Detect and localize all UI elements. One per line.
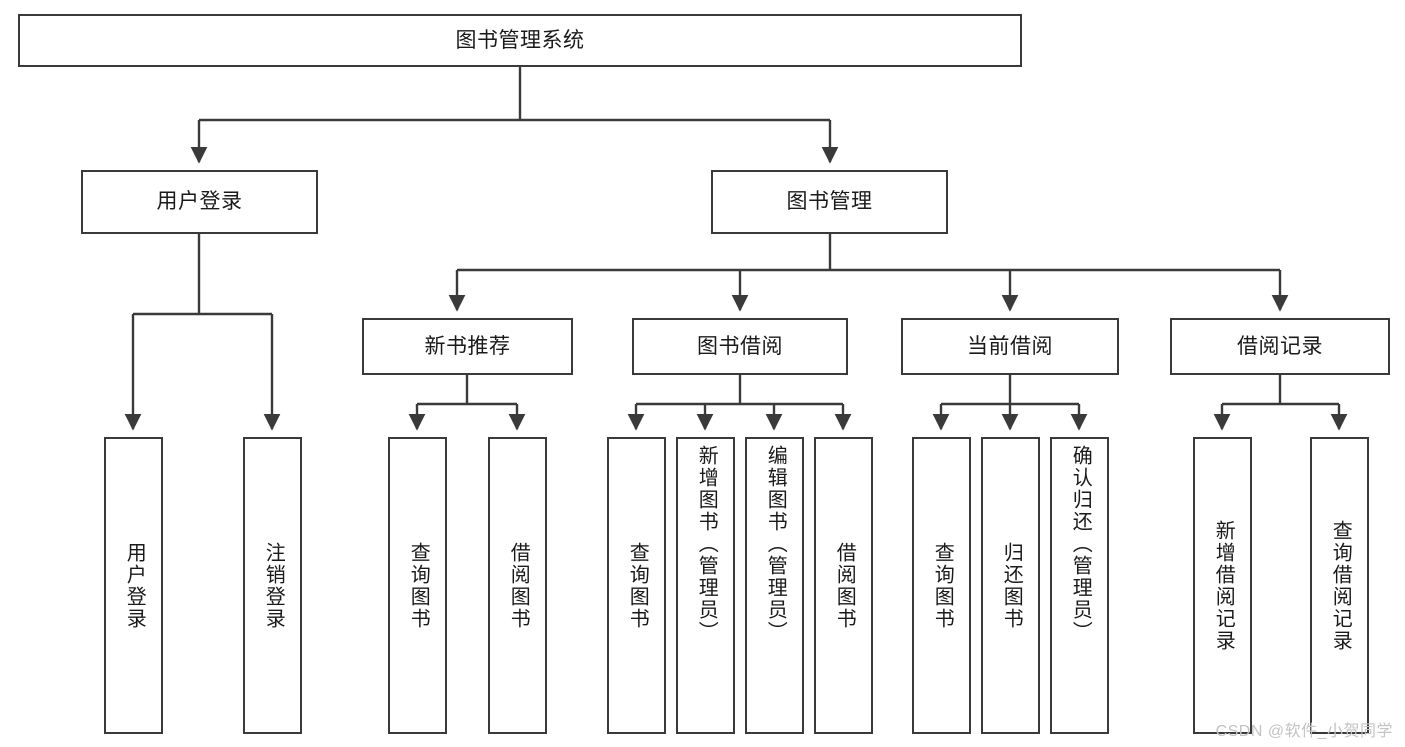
node-leaf-add-borrow-record[interactable]: 新增借阅记录	[1193, 437, 1252, 734]
node-label: 用户登录	[123, 541, 146, 630]
node-label: 新书推荐	[424, 334, 511, 358]
node-leaf-confirm-return-admin[interactable]: 确认归还（管理员）	[1050, 437, 1109, 734]
node-leaf-user-login[interactable]: 用户登录	[104, 437, 163, 734]
node-label: 借阅图书	[507, 541, 530, 630]
node-label: 归还图书	[1000, 541, 1023, 630]
node-label: 查询借阅记录	[1329, 519, 1352, 652]
node-leaf-logout[interactable]: 注销登录	[243, 437, 302, 734]
node-book-borrow[interactable]: 图书借阅	[632, 318, 848, 375]
node-user-login[interactable]: 用户登录	[81, 170, 318, 234]
node-label: 借阅图书	[833, 541, 856, 630]
node-label: 确认归还（管理员）	[1069, 445, 1092, 643]
node-label: 图书管理	[786, 190, 873, 214]
node-label: 注销登录	[262, 541, 285, 630]
node-borrow-record[interactable]: 借阅记录	[1170, 318, 1390, 375]
node-label: 查询图书	[931, 541, 954, 630]
node-leaf-query-book-current[interactable]: 查询图书	[912, 437, 971, 734]
node-label: 新增借阅记录	[1212, 519, 1235, 652]
node-label: 图书借阅	[697, 334, 783, 358]
node-leaf-add-book-admin[interactable]: 新增图书（管理员）	[676, 437, 735, 734]
watermark-csdn: CSDN @软件_小贺同学	[1215, 723, 1393, 740]
node-leaf-borrow-book-recommend[interactable]: 借阅图书	[488, 437, 547, 734]
node-current-borrow[interactable]: 当前借阅	[901, 318, 1119, 375]
node-label: 查询图书	[626, 541, 649, 630]
node-label: 新增图书（管理员）	[695, 445, 718, 643]
node-label: 用户登录	[156, 190, 243, 214]
node-new-book-recommend[interactable]: 新书推荐	[362, 318, 573, 375]
node-leaf-return-book[interactable]: 归还图书	[981, 437, 1040, 734]
node-leaf-query-borrow-record[interactable]: 查询借阅记录	[1310, 437, 1369, 734]
node-leaf-edit-book-admin[interactable]: 编辑图书（管理员）	[745, 437, 804, 734]
node-label: 借阅记录	[1237, 334, 1323, 358]
node-label: 查询图书	[407, 541, 430, 630]
node-label: 图书管理系统	[455, 28, 585, 52]
node-label: 编辑图书（管理员）	[764, 445, 787, 643]
node-root-book-management-system[interactable]: 图书管理系统	[18, 14, 1022, 67]
node-leaf-query-book-recommend[interactable]: 查询图书	[388, 437, 447, 734]
node-leaf-query-book-borrow[interactable]: 查询图书	[607, 437, 666, 734]
node-book-management[interactable]: 图书管理	[711, 170, 948, 234]
node-label: 当前借阅	[967, 334, 1053, 358]
node-leaf-borrow-book[interactable]: 借阅图书	[814, 437, 873, 734]
